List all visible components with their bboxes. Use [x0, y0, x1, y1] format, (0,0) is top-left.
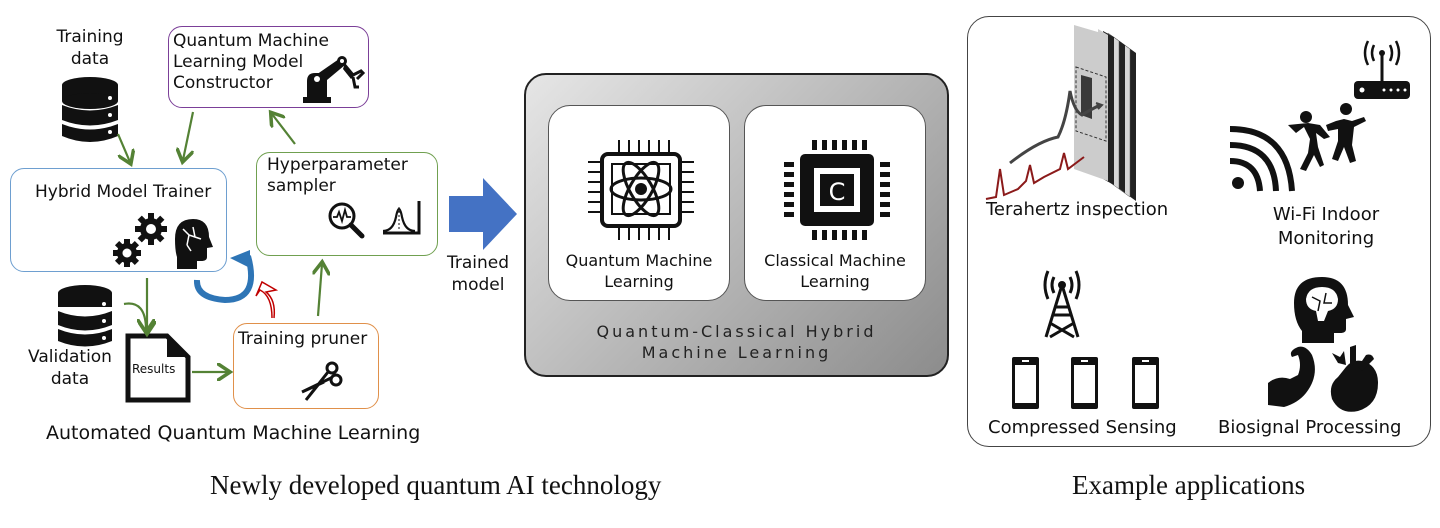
caption-example-applications: Example applications: [1072, 470, 1306, 500]
hybrid-model-trainer-box[interactable]: Hybrid Model Trainer: [10, 168, 227, 272]
trainer-title: Hybrid Model Trainer: [35, 182, 212, 202]
trained-model-label: Trained model: [440, 252, 516, 296]
results-document-icon: [125, 333, 191, 403]
training-data-line1: Training: [56, 27, 124, 47]
validation-data-line2: data: [50, 369, 90, 389]
hyperparameter-title-line2: sampler: [267, 176, 336, 196]
hybrid-ml-title: Quantum-Classical Hybrid Machine Learnin…: [526, 321, 947, 363]
quantum-ml-line1: Quantum Machine: [565, 251, 713, 270]
constructor-title-line3: Constructor: [173, 73, 273, 93]
arrow-validation-to-results: [123, 302, 146, 330]
hyperparameter-title-line1: Hyperparameter: [267, 155, 408, 175]
automated-qml-title: Automated Quantum Machine Learning: [46, 422, 421, 444]
heart-icon: [1330, 345, 1378, 412]
prune-arrow: [255, 280, 279, 319]
brain-muscle-heart-icon: [1268, 277, 1378, 412]
classical-ml-line1: Classical Machine: [764, 251, 906, 270]
results-label: Results: [132, 362, 176, 376]
classical-ml-card[interactable]: C Classical Machine Learning: [744, 105, 926, 301]
quantum-ml-label: Quantum Machine Learning: [549, 250, 729, 292]
model-constructor-box[interactable]: Quantum Machine Learning Model Construct…: [168, 26, 369, 108]
arrow-pruner-to-sampler: [318, 264, 322, 317]
brain-head-icon: [1294, 277, 1354, 343]
chip-letter: C: [829, 178, 846, 206]
hybrid-title-line2: Machine Learning: [641, 343, 832, 362]
constructor-title: Quantum Machine Learning Model Construct…: [173, 31, 329, 94]
workflow-arrows: [116, 0, 460, 420]
app-label-biosignal: Biosignal Processing: [1218, 417, 1402, 438]
training-data-label: Training data: [48, 26, 132, 70]
loop-arrowhead: [230, 250, 250, 268]
robot-arm-icon: [303, 56, 366, 103]
arrow-sampler-to-constructor: [272, 114, 296, 145]
scissors-icon: [301, 361, 343, 401]
hybrid-ml-panel: Quantum Machine Learning C Classical Mac…: [524, 73, 949, 377]
trained-model-arrow: [449, 178, 517, 250]
cell-tower-icon: [1043, 270, 1081, 339]
hyperparameter-sampler-box[interactable]: Hyperparameter sampler: [256, 152, 438, 256]
database-icon: [58, 285, 112, 347]
database-icon: [62, 77, 118, 142]
gears-icon: [113, 213, 167, 267]
wifi-label-line1: Wi-Fi Indoor: [1272, 204, 1380, 225]
app-label-wifi: Wi-Fi Indoor Monitoring: [1266, 203, 1386, 251]
classical-ml-line2: Learning: [800, 272, 870, 291]
classical-chip-icon: C: [784, 140, 890, 240]
wifi-waves-icon: [1229, 126, 1295, 192]
app-label-terahertz: Terahertz inspection: [986, 199, 1169, 220]
brain-head-icon: [175, 219, 213, 269]
people-icon: [1288, 103, 1366, 171]
arrow-training-to-trainer: [116, 133, 130, 162]
magnifier-signal-icon: [328, 202, 365, 239]
tower-phones-icon: [1012, 270, 1159, 409]
caption-newly-developed: Newly developed quantum AI technology: [210, 470, 662, 500]
terahertz-panel-icon: [985, 25, 1136, 201]
validation-data-line1: Validation: [28, 347, 112, 367]
quantum-ml-card[interactable]: Quantum Machine Learning: [548, 105, 730, 301]
phone-icons: [1012, 357, 1159, 409]
constructor-title-line1: Quantum Machine: [173, 31, 329, 51]
validation-data-label: Validation data: [24, 346, 116, 390]
hybrid-title-line1: Quantum-Classical Hybrid: [596, 322, 877, 341]
training-data-line2: data: [70, 49, 110, 69]
trained-model-line1: Trained: [446, 253, 510, 273]
muscle-arm-icon: [1268, 346, 1315, 407]
gaussian-distribution-icon: [382, 201, 421, 235]
quantum-ml-line2: Learning: [604, 272, 674, 291]
app-label-compressed-sensing: Compressed Sensing: [988, 417, 1177, 438]
constructor-title-line2: Learning Model: [173, 52, 304, 72]
quantum-chip-icon: [588, 140, 694, 240]
training-pruner-box[interactable]: Training pruner: [233, 323, 379, 409]
arrow-constructor-to-trainer: [183, 111, 195, 160]
classical-ml-label: Classical Machine Learning: [745, 250, 925, 292]
wifi-people-icon: [1229, 40, 1410, 192]
hyperparameter-title: Hyperparameter sampler: [267, 155, 408, 197]
example-applications-panel: Terahertz inspection Wi-Fi Indoor Monito…: [967, 16, 1431, 447]
loop-arrow: [194, 255, 255, 304]
wifi-label-line2: Monitoring: [1277, 228, 1375, 249]
trained-model-line2: model: [451, 275, 505, 295]
pruner-title: Training pruner: [238, 329, 368, 349]
router-icon: [1354, 40, 1410, 99]
